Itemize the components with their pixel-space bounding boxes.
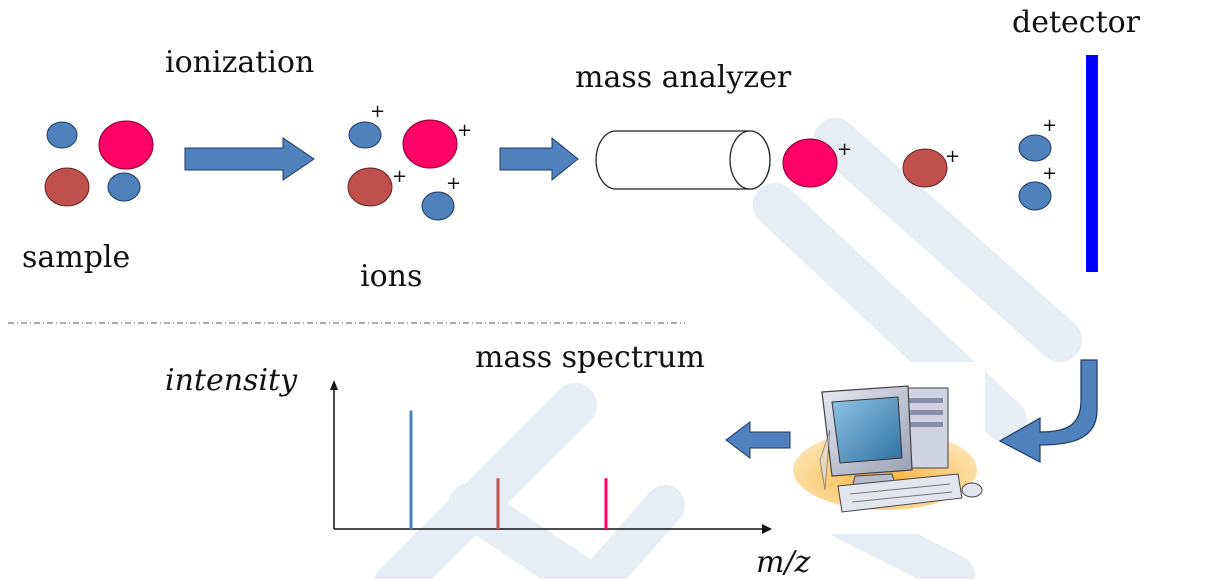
ion-red (902, 148, 948, 188)
curved-arrow-down-left-icon (998, 359, 1098, 463)
ion-blue-2 (421, 191, 455, 221)
intensity-axis-label: intensity (165, 363, 298, 398)
ions-label: ions (360, 259, 423, 294)
charge-plus: + (446, 173, 461, 194)
sample-pink-large (98, 120, 154, 170)
ion-pink (782, 138, 838, 188)
mass-spectrum-label: mass spectrum (475, 340, 705, 375)
ion-blue-2 (1018, 181, 1052, 211)
charge-plus: + (370, 101, 385, 122)
charge-plus: + (837, 139, 852, 160)
x-axis (334, 524, 772, 534)
charge-plus: + (392, 166, 407, 187)
charge-plus: + (1042, 115, 1057, 136)
ion-red (347, 167, 393, 207)
detector-bar (1086, 55, 1098, 272)
detector-label: detector (1012, 5, 1141, 40)
charge-plus: + (945, 146, 960, 167)
charge-plus: + (1042, 163, 1057, 184)
sample-red-medium (44, 167, 90, 207)
sample-label: sample (22, 240, 131, 275)
computer-icon (793, 362, 985, 534)
sample-blue-small-2 (107, 172, 141, 202)
mass-analyzer-label: mass analyzer (575, 60, 792, 95)
ions: + + + + (347, 101, 472, 221)
ion-blue-1 (348, 121, 382, 149)
y-axis (330, 380, 338, 529)
mz-axis-label: m/z (756, 545, 811, 580)
mass-spectrum-chart (330, 380, 772, 534)
arrow-right-icon (184, 137, 315, 181)
sample-blue-small (46, 121, 78, 149)
charge-plus: + (457, 120, 472, 141)
sample-molecules (44, 120, 154, 207)
ion-blue-1 (1018, 134, 1052, 162)
arrow-left-icon (725, 421, 791, 459)
ionization-label: ionization (165, 45, 315, 80)
ion-pink (402, 119, 458, 169)
mass-analyzer-cylinder (595, 130, 771, 190)
arrow-right-icon (499, 136, 579, 182)
separated-ions: + + + + (782, 115, 1057, 211)
